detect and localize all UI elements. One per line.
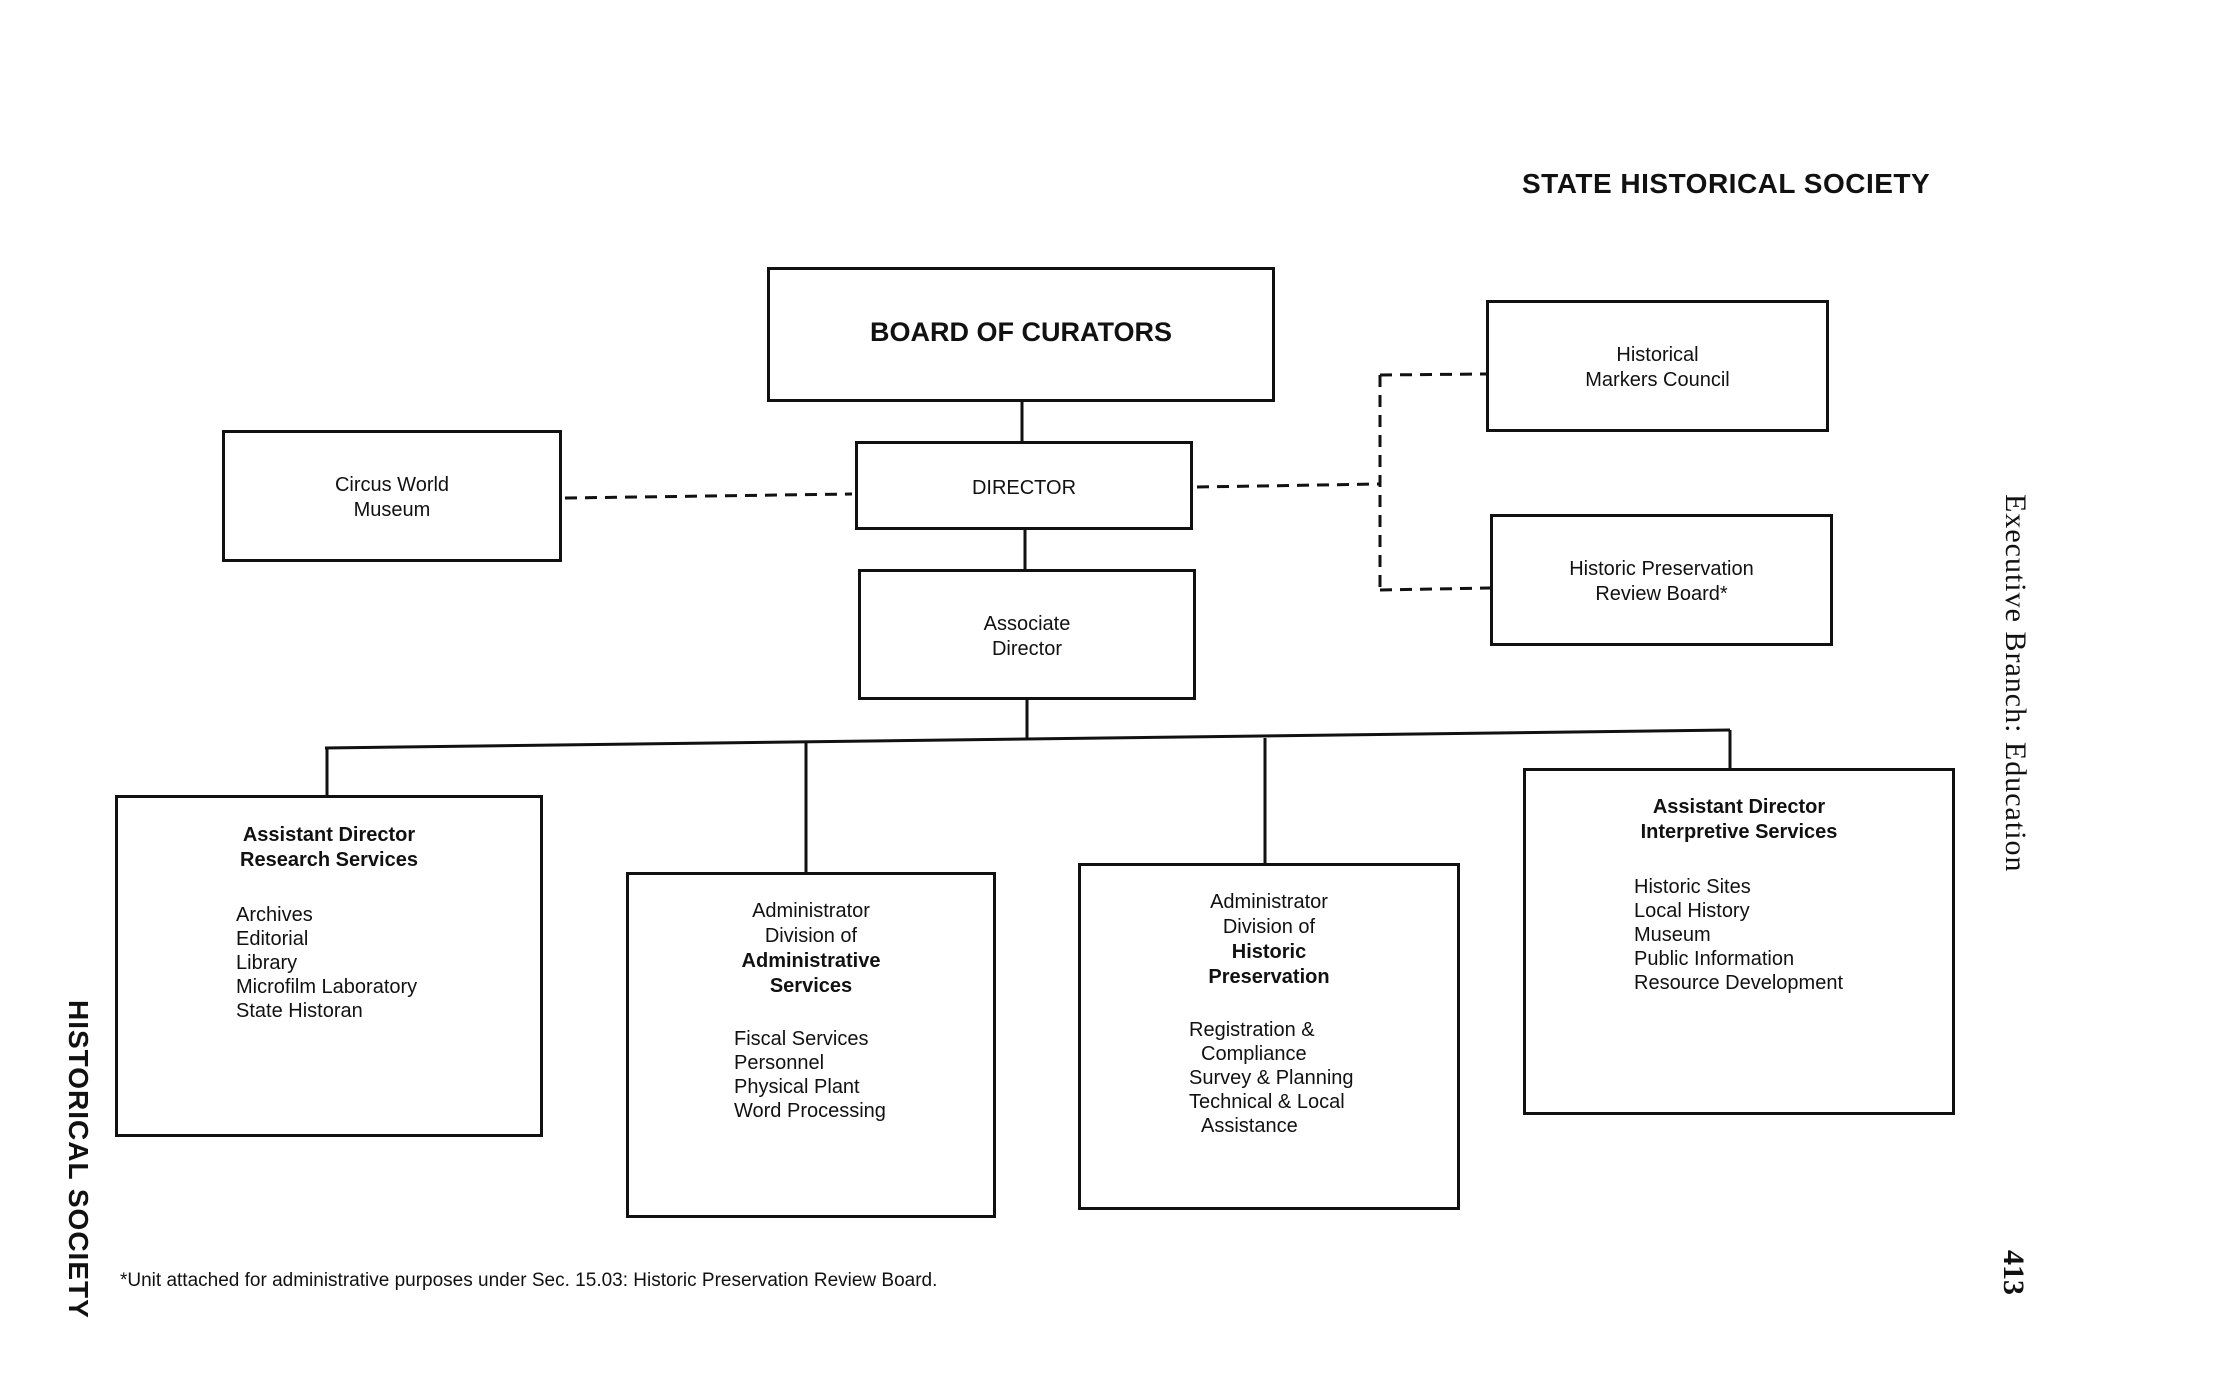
list-item: Historic Sites — [1634, 876, 1751, 898]
historic-preservation-review-board-box: Historic Preservation Review Board* — [1490, 514, 1833, 646]
list-item: Registration & — [1189, 1019, 1315, 1041]
list-item: Museum — [1634, 924, 1711, 946]
associate-director-line2: Director — [991, 638, 1062, 660]
side-label-right: Executive Branch: Education — [1999, 494, 2032, 873]
interpretive-units-list: Historic Sites Local History Museum Publ… — [1634, 875, 1952, 995]
list-item: Microfilm Laboratory — [236, 976, 418, 998]
page-title: STATE HISTORICAL SOCIETY — [1522, 168, 1931, 199]
associate-director-line1: Associate — [983, 613, 1071, 635]
research-units-list: Archives Editorial Library Microfilm Lab… — [236, 903, 540, 1023]
list-item: Library — [236, 952, 298, 974]
circus-world-line1: Circus World — [334, 474, 450, 496]
historic-line2: Division of — [1222, 916, 1316, 938]
associate-director-box: Associate Director — [858, 569, 1196, 700]
historic-bold-line1: Historic — [1231, 941, 1307, 963]
director-label: DIRECTOR — [971, 477, 1077, 499]
footnote: *Unit attached for administrative purpos… — [120, 1270, 938, 1291]
preservation-board-line1: Historic Preservation — [1569, 558, 1754, 580]
list-item: Physical Plant — [734, 1076, 860, 1098]
list-item: State Histo­ran — [236, 1000, 363, 1022]
board-of-curators-box: BOARD OF CURATORS — [767, 267, 1275, 402]
interpretive-services-box: Assistant Director Interpretive Services… — [1523, 768, 1955, 1115]
admin-bold-line1: Administrative — [741, 950, 881, 972]
preservation-board-line2: Review Board* — [1595, 583, 1728, 605]
admin-units-list: Fiscal Services Personnel Physical Plant… — [734, 1027, 993, 1123]
circus-world-museum-box: Circus World Museum — [222, 430, 562, 562]
interpretive-title-line2: Interpretive Services — [1640, 821, 1838, 843]
interpretive-title-line1: Assistant Director — [1652, 796, 1826, 818]
director-right-dashed-line — [1196, 482, 1381, 489]
branch-horizontal-line — [324, 728, 1731, 750]
research-services-box: Assistant Director Research Services Arc… — [115, 795, 543, 1137]
circus-world-line2: Museum — [353, 499, 431, 521]
markers-council-line1: Historical — [1616, 344, 1699, 366]
list-item: Archives — [236, 904, 313, 926]
historical-markers-council-box: Historical Markers Council — [1486, 300, 1829, 432]
historic-preservation-box: Administrator Division of Historic Prese… — [1078, 863, 1460, 1210]
side-label-left: HISTORICAL SOCIETY — [63, 1000, 94, 1319]
research-title-line2: Research Services — [240, 849, 418, 871]
research-title-line1: Assistant Director — [242, 824, 416, 846]
director-box: DIRECTOR — [855, 441, 1193, 530]
markers-council-line2: Markers Council — [1585, 369, 1730, 391]
page-number: 413 — [1997, 1250, 2030, 1295]
list-item: Public Information — [1634, 948, 1795, 970]
list-item: Survey & Planning — [1189, 1067, 1354, 1089]
list-item: Personnel — [734, 1052, 825, 1074]
list-item: Compliance — [1201, 1043, 1307, 1065]
historic-line1: Administrator — [1210, 891, 1328, 913]
historic-bold-line2: Preservation — [1208, 966, 1330, 988]
list-item: Technical & Local — [1189, 1091, 1345, 1113]
list-item: Assistance — [1201, 1115, 1298, 1137]
director-circus-dashed-line — [564, 492, 853, 500]
admin-line1: Administrator — [752, 900, 870, 922]
admin-line2: Division of — [764, 925, 858, 947]
administrative-services-box: Administrator Division of Administrative… — [626, 872, 996, 1218]
list-item: Fiscal Services — [734, 1028, 869, 1050]
markers-dashed-line — [1379, 372, 1487, 377]
admin-bold-line2: Services — [769, 975, 853, 997]
list-item: Resource Development — [1634, 972, 1843, 994]
list-item: Editorial — [236, 928, 309, 950]
board-of-curators-label: BOARD OF CURATORS — [870, 317, 1172, 347]
historic-units-list: Registration & Compliance Survey & Plann… — [1189, 1018, 1457, 1138]
list-item: Word Processing — [734, 1100, 886, 1122]
list-item: Local History — [1634, 900, 1750, 922]
preservation-board-dashed-line — [1379, 586, 1491, 592]
